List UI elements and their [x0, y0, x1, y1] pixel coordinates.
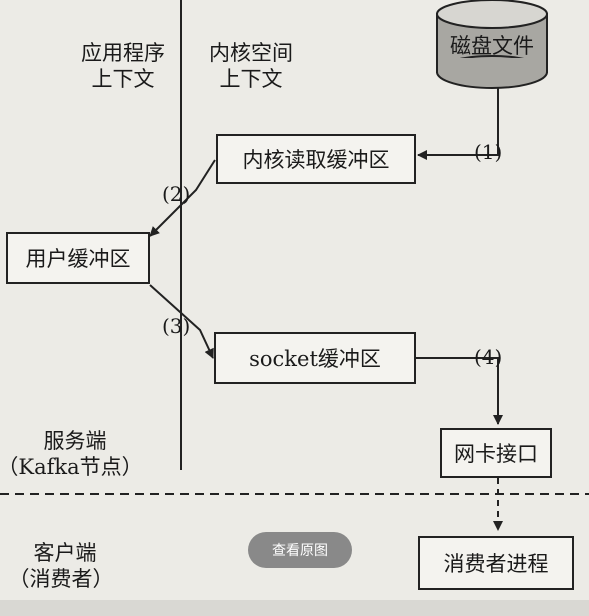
view-original-button[interactable]: 查看原图 [248, 532, 352, 568]
disk-file-label: 磁盘文件 [450, 34, 534, 58]
user-buffer-box: 用户缓冲区 [6, 232, 150, 284]
client-line2: （消费者） [8, 567, 114, 591]
arrow-step-2 [149, 159, 216, 237]
app-context-label: 应用程序 上下文 [68, 40, 178, 92]
arrow-step-1 [417, 88, 499, 160]
step-4-label: (4) [474, 345, 503, 369]
kernel-read-buffer-box: 内核读取缓冲区 [216, 134, 416, 184]
bottom-bar [0, 600, 589, 616]
kernel-context-line2: 上下文 [219, 67, 283, 91]
disk-cylinder [436, 0, 548, 89]
app-context-line1: 应用程序 [81, 41, 165, 65]
kernel-context-line1: 内核空间 [209, 41, 293, 65]
socket-buffer-box: socket缓冲区 [214, 332, 416, 384]
server-line1: 服务端 [43, 429, 107, 453]
server-label: 服务端 （Kafka节点） [0, 428, 150, 480]
client-line1: 客户端 [33, 541, 97, 565]
app-context-line2: 上下文 [91, 67, 155, 91]
nic-box: 网卡接口 [440, 428, 552, 478]
consumer-process-box: 消费者进程 [418, 536, 574, 590]
arrow-step-4 [416, 357, 503, 425]
step-2-label: (2) [162, 182, 191, 206]
step-3-label: (3) [162, 314, 191, 338]
step-1-label: (1) [474, 140, 503, 164]
kernel-context-label: 内核空间 上下文 [196, 40, 306, 92]
server-line2: （Kafka节点） [0, 455, 143, 479]
arrow-step-3 [149, 284, 214, 359]
client-label: 客户端 （消费者） [0, 540, 130, 592]
